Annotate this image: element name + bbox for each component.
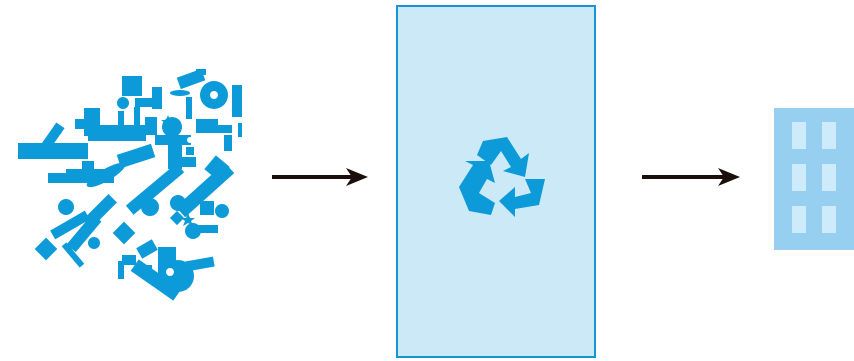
arrow-right-icon: [270, 162, 370, 192]
recycle-icon: [455, 135, 547, 219]
building-icon: [774, 108, 854, 250]
scrap-pile-icon: [10, 65, 262, 310]
arrow-right-icon: [640, 162, 742, 192]
